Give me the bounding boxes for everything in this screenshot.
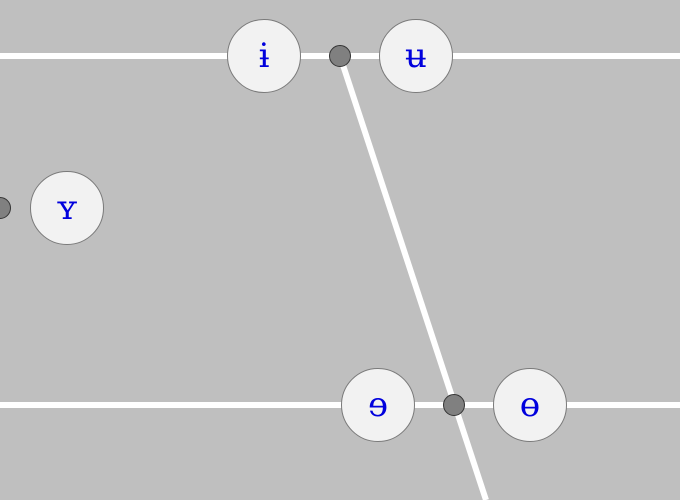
vowel-symbol: ɘ: [367, 385, 389, 425]
close-central-dot: [329, 45, 351, 67]
vowel-close-mid-central-rounded[interactable]: ɵ: [493, 368, 567, 442]
vowel-symbol: ɵ: [519, 385, 541, 425]
central-diagonal-line: [337, 55, 489, 500]
vowel-symbol: ʉ: [405, 36, 427, 76]
vowel-symbol: ɨ: [258, 36, 270, 76]
vowel-near-close-front-rounded[interactable]: ʏ: [30, 171, 104, 245]
close-mid-central-dot: [443, 394, 465, 416]
vowel-close-central-unrounded[interactable]: ɨ: [227, 19, 301, 93]
vowel-close-mid-central-unrounded[interactable]: ɘ: [341, 368, 415, 442]
vowel-close-central-rounded[interactable]: ʉ: [379, 19, 453, 93]
vowel-symbol: ʏ: [55, 188, 79, 228]
